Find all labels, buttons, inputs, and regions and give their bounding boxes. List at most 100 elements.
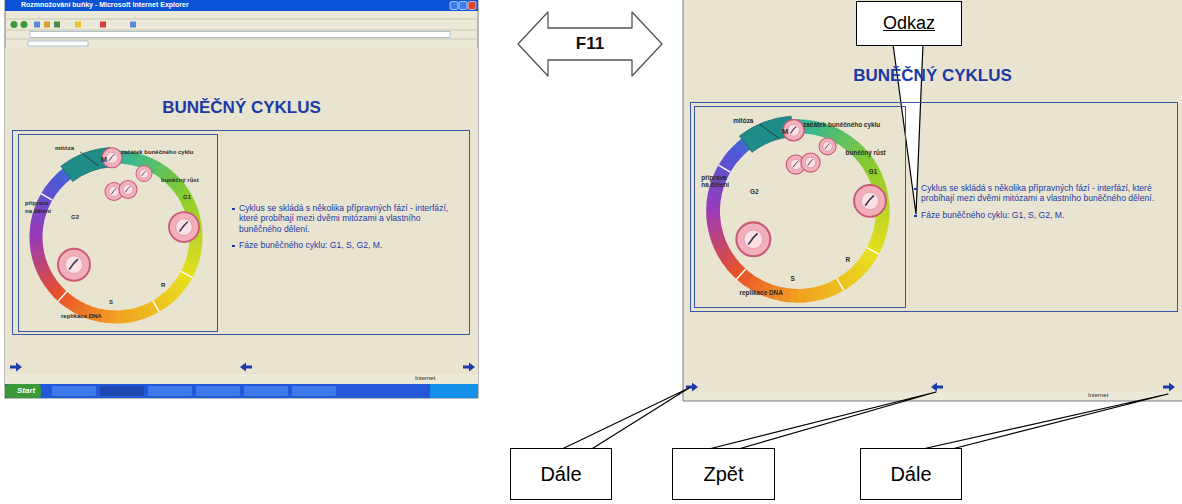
chromosome — [109, 154, 115, 161]
bullet-text: Cyklus se skládá s několika přípravných … — [231, 203, 465, 234]
page-heading: BUNĚČNÝ CYKLUS — [853, 66, 1012, 86]
chromosome — [142, 171, 146, 176]
cell-picture — [169, 212, 199, 242]
diagram-label: S — [790, 275, 794, 283]
cell-cycle-image: mitózaMzačátek buněčného cyklubuněčný rů… — [18, 134, 218, 332]
window-title: Rozmnožování buňky - Microsoft Internet … — [21, 1, 189, 9]
toolbar-icon — [44, 22, 50, 28]
double-arrow-shape — [518, 12, 662, 76]
task-button — [148, 386, 192, 396]
callout-box: Zpět — [672, 448, 775, 500]
cell-membrane — [819, 138, 836, 155]
ring-segment — [176, 187, 191, 201]
cell-membrane — [801, 153, 820, 172]
cell-picture — [136, 166, 152, 182]
chromosome — [793, 161, 798, 167]
system-tray — [430, 384, 478, 398]
status-bar — [5, 374, 478, 384]
cell-nucleus — [805, 157, 815, 167]
back-arrow — [931, 383, 943, 392]
callout-text: Odkaz — [883, 13, 935, 35]
callout-box: Dále — [510, 448, 612, 500]
bullet-text: Fáze buněčného cyklu: G1, S, G2, M. — [231, 240, 465, 250]
next-arrow — [1163, 383, 1175, 392]
toolbar-divider — [5, 39, 478, 40]
callout-text: Dále — [890, 462, 931, 486]
key-label: F11 — [576, 34, 604, 54]
cell-nucleus — [65, 256, 83, 274]
callout-pointers — [560, 44, 1168, 450]
browser-window: Rozmnožování buňky - Microsoft Internet … — [5, 0, 478, 398]
screen-edge — [683, 401, 1182, 402]
diagram-label: začátek buněčného cyklu — [121, 149, 193, 156]
next-arrow — [10, 363, 22, 372]
cell-cycle-ring — [30, 147, 203, 323]
task-button — [244, 386, 288, 396]
cell-cycle-ring — [706, 116, 889, 303]
phase-tick — [837, 279, 844, 291]
diagram-label: M — [782, 128, 788, 137]
cell-nucleus — [861, 192, 878, 209]
taskbar — [5, 384, 478, 398]
chromosome — [748, 233, 757, 244]
callout-text: Dále — [540, 462, 581, 486]
callout-text: Zpět — [703, 462, 743, 486]
right-nav-arrows — [686, 383, 1175, 392]
toolbar-icon — [34, 22, 40, 28]
chromosome — [865, 195, 874, 205]
task-button — [292, 386, 336, 396]
diagram-label: R — [161, 282, 165, 289]
diagram-label: G1 — [869, 168, 878, 176]
diagram-label: G1 — [183, 194, 191, 201]
key-double-arrow: F11 — [518, 12, 662, 76]
ring-segment — [706, 210, 720, 219]
task-button — [196, 386, 240, 396]
diagram-label: mitóza — [733, 117, 753, 125]
toolbar-icons — [11, 21, 137, 28]
search-field — [28, 41, 88, 46]
page-background — [5, 48, 478, 374]
cell-picture — [119, 180, 137, 198]
phase-tick — [41, 194, 52, 201]
maximize-button — [459, 2, 467, 10]
diagram-label: mitóza — [55, 145, 74, 152]
cell-nucleus — [744, 230, 763, 249]
screen-edge — [683, 0, 684, 401]
next-arrow — [463, 363, 475, 372]
cell-membrane — [102, 148, 122, 168]
phase-tick — [718, 165, 730, 172]
cell-nucleus — [123, 184, 133, 194]
phase-tick — [181, 271, 192, 277]
diagram-label: M — [101, 156, 107, 164]
toolbar-icon — [130, 22, 136, 28]
chromosome — [808, 159, 813, 165]
left-nav-arrows — [10, 363, 475, 372]
callout-pointer — [560, 388, 689, 450]
diagram-label: začátek buněčného cyklu — [803, 121, 880, 129]
cell-nucleus — [107, 152, 118, 163]
diagram-label: S — [109, 299, 113, 306]
ring-segment — [115, 310, 123, 323]
forward-icon — [21, 21, 28, 28]
diagram-label: buněčný růst — [846, 149, 886, 157]
back-arrow — [240, 363, 252, 372]
cell-picture — [736, 222, 770, 256]
title-bar — [5, 0, 478, 11]
start-label: Start — [17, 386, 35, 396]
address-field — [30, 32, 450, 38]
chromosome — [111, 188, 116, 194]
diagram-label: R — [846, 256, 851, 264]
right-screen — [683, 0, 1182, 401]
diagram-label: replikace DNA — [740, 289, 783, 297]
toolbar-icon — [100, 22, 106, 28]
bullet-text: Fáze buněčného cyklu: G1, S, G2, M. — [913, 210, 1171, 220]
leader-line — [760, 124, 779, 138]
menu-divider — [5, 19, 478, 20]
phase-tick — [867, 248, 879, 254]
cell-nucleus — [823, 142, 832, 151]
diagram-label: příprava na dělení — [25, 200, 57, 214]
cell-picture — [102, 148, 122, 168]
page-heading: BUNĚČNÝ CYKLUS — [162, 98, 321, 118]
chromosome — [125, 186, 130, 192]
